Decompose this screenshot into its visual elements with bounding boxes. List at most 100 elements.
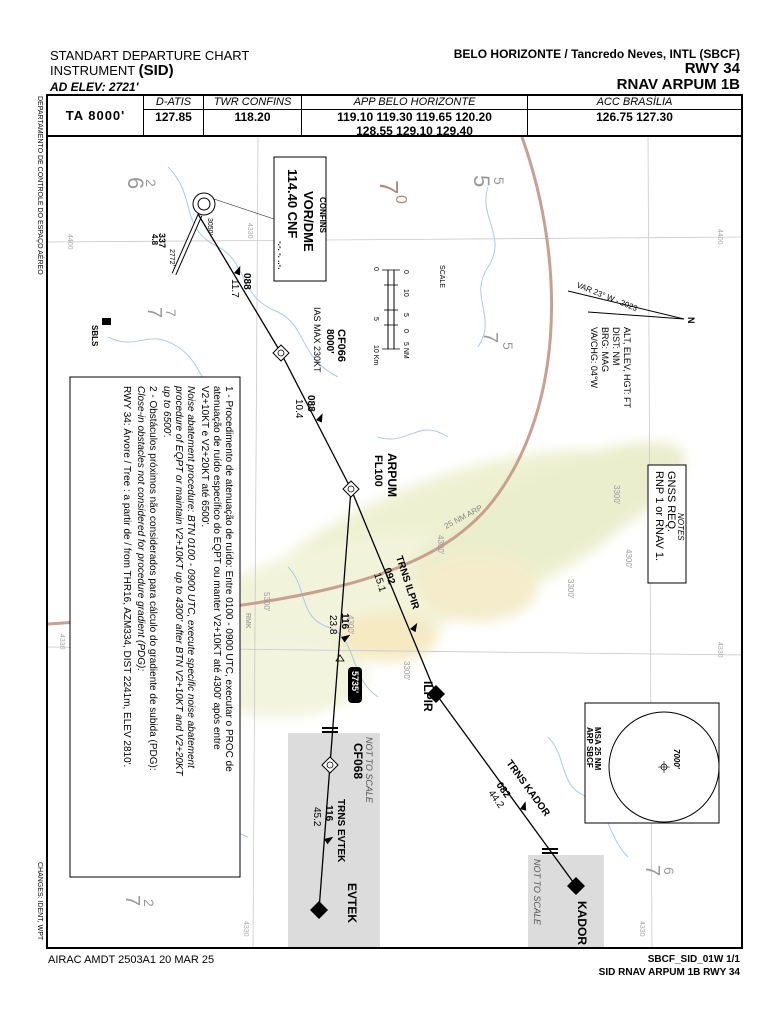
svg-text:4300': 4300' — [624, 549, 633, 569]
svg-text:11.7: 11.7 — [229, 279, 240, 298]
svg-text:BRG: MAG: BRG: MAG — [600, 327, 610, 372]
svg-text:337: 337 — [157, 233, 167, 248]
svg-text:GNSS REQ.: GNSS REQ. — [665, 471, 677, 532]
grid-labels: 4400 4400 4330 4330 4330 4330 4330 — [58, 223, 723, 937]
svg-text:7: 7 — [163, 309, 179, 317]
svg-text:45.2: 45.2 — [311, 807, 322, 827]
svg-text:7: 7 — [479, 332, 501, 343]
runway-label: RWY 34 — [684, 60, 740, 77]
svg-text:-.-. -. ..-.: -.-. -. ..-. — [276, 241, 285, 269]
map-frame: 25 NM ARP 6 2 7 0 5 5 7 7 7 5 7 6 7 2 33… — [46, 137, 743, 949]
vor-dme-symbol — [192, 192, 216, 216]
sbls-label: SBLS — [90, 325, 99, 347]
svg-text:ARP SBCF: ARP SBCF — [585, 727, 594, 768]
chart-description: SID RNAV ARPUM 1B RWY 34 — [598, 967, 740, 978]
not-to-scale-panel-kador — [528, 855, 604, 947]
waypoint-ilpir: ILPIR — [421, 681, 445, 712]
svg-text:5: 5 — [469, 175, 494, 187]
side-label-bottom-left: CHANGES: IDENT, WPT — [36, 862, 43, 941]
svg-text:MSA 25 NM: MSA 25 NM — [593, 727, 602, 771]
svg-text:092: 092 — [381, 567, 397, 587]
scale-bar: SCALE 0 5 NM 0 5 10 Km 10 5 0 — [372, 265, 445, 365]
svg-text:10.4: 10.4 — [293, 399, 304, 419]
svg-text:RWY 34: Árvore / Tree : a part: RWY 34: Árvore / Tree : a partir de / fr… — [121, 386, 134, 767]
svg-text:CONFINS: CONFINS — [318, 197, 327, 234]
waypoint-arpum: ARPUM FL100 — [342, 453, 399, 498]
svg-text:2772': 2772' — [168, 249, 175, 266]
svg-text:3300': 3300' — [402, 661, 411, 681]
svg-text:088: 088 — [241, 273, 252, 290]
svg-text:Close-in obstacles not conside: Close-in obstacles not considered for pr… — [135, 386, 146, 671]
svg-text:4330: 4330 — [716, 642, 723, 658]
svg-text:6: 6 — [661, 867, 677, 875]
spot-elevation: 5735' — [335, 654, 362, 703]
svg-text:CF066: CF066 — [335, 329, 347, 362]
chart-header-right: BELO HORIZONTE / Tancredo Neves, INTL (S… — [454, 47, 740, 93]
waypoint-evtek: EVTEK — [310, 883, 359, 923]
rmk-label: RMK — [244, 613, 251, 629]
svg-text:5: 5 — [500, 342, 516, 350]
chart-header-left: STANDART DEPARTURE CHART INSTRUMENT (SID… — [50, 48, 249, 95]
svg-text:4400: 4400 — [66, 234, 73, 250]
frequency-bar: TA 8000' D-ATIS 127.85 TWR CONFINS 118.2… — [46, 94, 743, 138]
ad-elevation: AD ELEV: 2721' — [50, 80, 139, 94]
approach-cell: APP BELO HORIZONTE 119.10 119.30 119.65 … — [302, 96, 528, 138]
not-to-scale-label-evtek: NOT TO SCALE — [364, 737, 374, 804]
svg-text:0: 0 — [392, 195, 409, 204]
procedure-name: RNAV ARPUM 1B — [616, 76, 740, 93]
svg-text:5: 5 — [491, 177, 507, 185]
svg-text:3300': 3300' — [566, 579, 575, 599]
svg-text:2 - Obstáculos próximos não co: 2 - Obstáculos próximos não considerados… — [147, 386, 158, 771]
route-arrows — [234, 265, 527, 845]
contour-labels: 3300' 4300' 3300' 4300' 5300' 4300' 3300… — [262, 485, 633, 681]
svg-text:IAS MAX 230KT: IAS MAX 230KT — [312, 307, 322, 373]
notes-box: NOTES GNSS REQ. RNP 1 or RNAV 1. — [647, 464, 687, 584]
svg-text:8000': 8000' — [324, 329, 335, 354]
runway-34: 4.8 337 2772' 3050' — [150, 213, 213, 276]
svg-text:0: 0 — [372, 267, 379, 271]
svg-text:4330: 4330 — [246, 223, 253, 239]
svg-text:5: 5 — [402, 313, 409, 317]
waypoint-cf068: CF068 — [321, 743, 365, 779]
waypoint-kador: KADOR — [567, 877, 589, 945]
airac-amendment: AIRAC AMDT 2503A1 20 MAR 25 — [48, 954, 215, 966]
svg-text:23.8: 23.8 — [327, 615, 338, 635]
terrain-labels: 6 2 7 0 5 5 7 7 7 5 7 6 7 2 — [121, 175, 677, 907]
svg-text:2: 2 — [143, 179, 159, 187]
svg-text:7: 7 — [641, 865, 663, 876]
svg-text:0: 0 — [402, 329, 409, 333]
svg-text:114.40 CNF: 114.40 CNF — [285, 169, 300, 238]
magnetic-variation: VAR 23° W - 2023 N — [567, 281, 696, 324]
svg-text:5: 5 — [372, 317, 379, 321]
svg-text:7: 7 — [374, 180, 404, 194]
svg-text:V2+10KT e V2+20KT até 6500'.: V2+10KT e V2+20KT até 6500'. — [199, 386, 210, 527]
svg-text:116: 116 — [339, 613, 350, 630]
svg-text:KADOR: KADOR — [575, 901, 589, 945]
svg-text:CF068: CF068 — [351, 743, 365, 779]
svg-text:10 Km: 10 Km — [372, 345, 379, 365]
transition-altitude-cell: TA 8000' — [48, 96, 144, 135]
svg-text:5 NM: 5 NM — [402, 342, 409, 359]
svg-text:VA/CHG: 04°W: VA/CHG: 04°W — [589, 327, 599, 388]
chart-id: SBCF_SID_01W 1/1 — [647, 954, 740, 965]
svg-text:4330: 4330 — [638, 921, 645, 937]
svg-text:6: 6 — [123, 177, 148, 189]
vor-dme-box: CONFINS VOR/DME 114.40 CNF -.-. -. ..-. — [213, 156, 327, 282]
chart-id-block: SBCF_SID_01W 1/1 SID RNAV ARPUM 1B RWY 3… — [599, 953, 740, 979]
svg-text:TRNS KADOR: TRNS KADOR — [504, 758, 553, 819]
tower-cell: TWR CONFINS 118.20 — [204, 96, 302, 135]
svg-text:5300': 5300' — [262, 592, 271, 612]
units-legend: ALT, ELEV, HGT: FT DIST: NM BRG: MAG VA/… — [589, 327, 632, 409]
svg-text:TRNS EVTEK: TRNS EVTEK — [335, 799, 346, 863]
svg-text:EVTEK: EVTEK — [345, 883, 359, 923]
svg-text:3050': 3050' — [206, 218, 213, 235]
svg-text:FL100: FL100 — [372, 455, 384, 487]
var-label: VAR 23° W - 2023 — [575, 281, 639, 314]
svg-text:4300': 4300' — [346, 615, 355, 635]
not-to-scale-label-kador: NOT TO SCALE — [532, 859, 542, 926]
svg-text:088: 088 — [305, 395, 316, 412]
departure-map: 25 NM ARP 6 2 7 0 5 5 7 7 7 5 7 6 7 2 33… — [48, 137, 741, 947]
route-break-marks — [322, 727, 558, 854]
side-label-left: DEPARTAMENTO DE CONTROLE DO ESPAÇO AÉREO — [36, 96, 43, 275]
svg-text:4.8: 4.8 — [150, 234, 159, 246]
